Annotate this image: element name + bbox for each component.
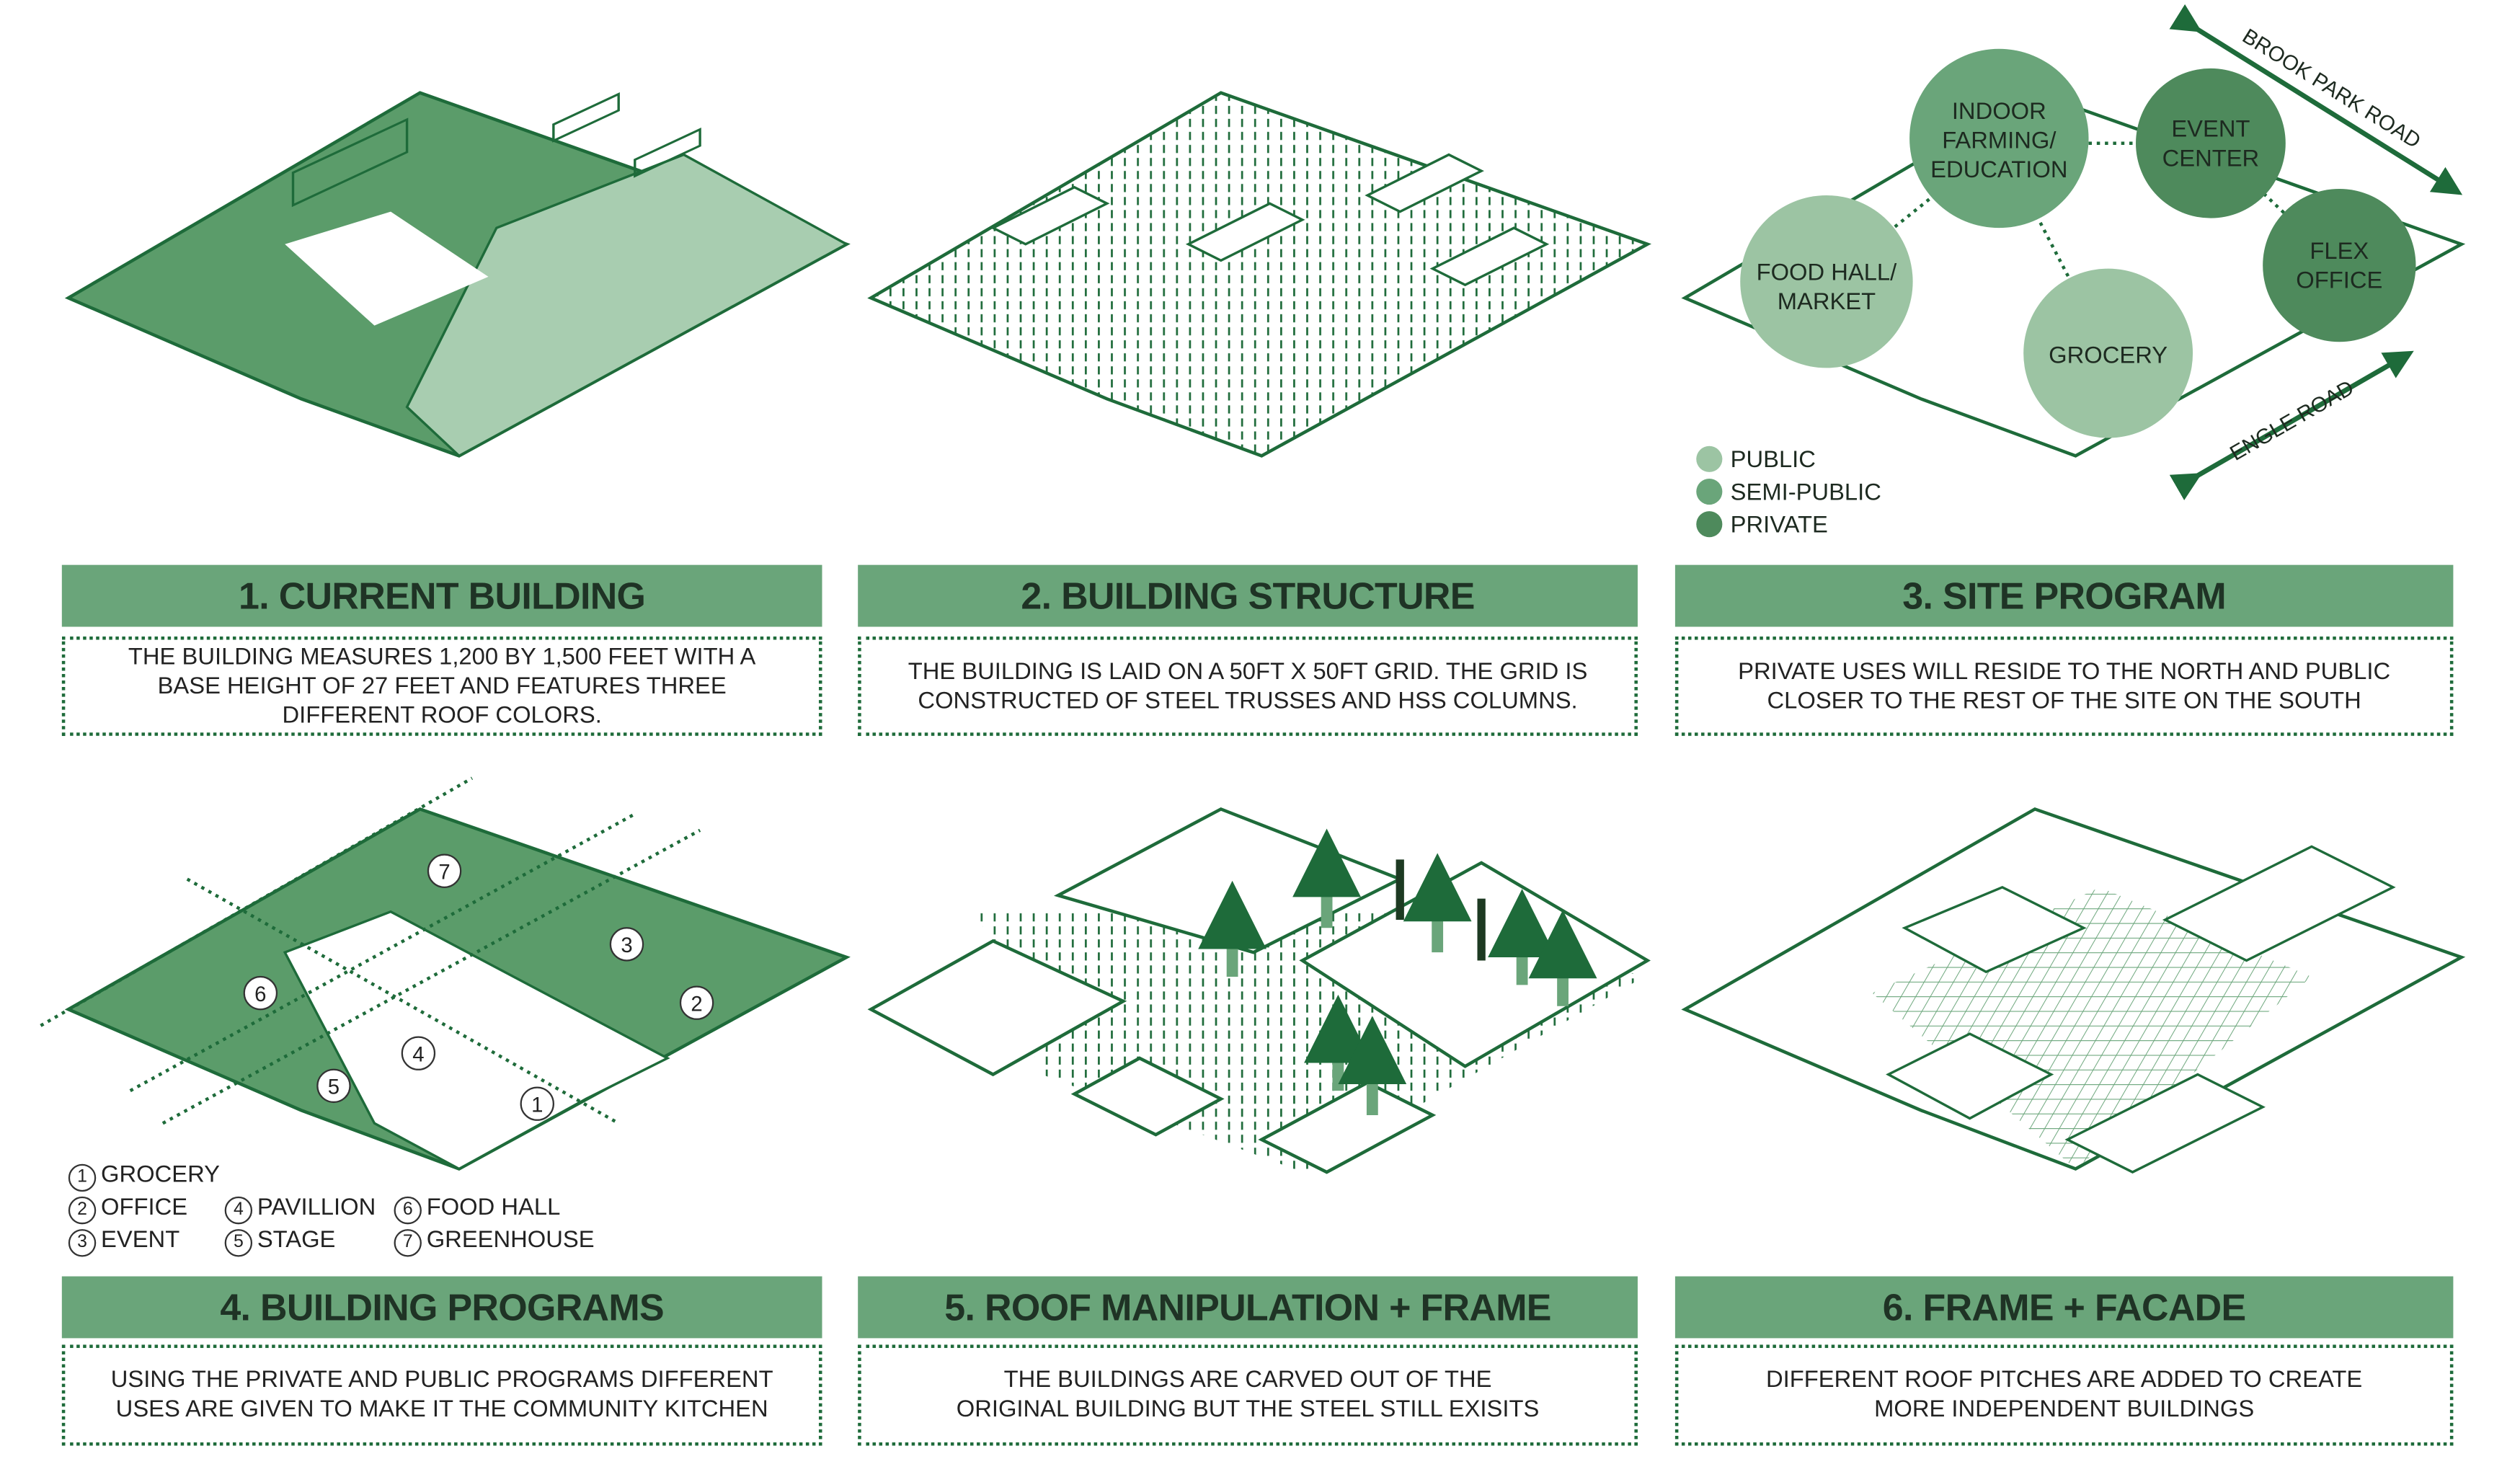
- svg-text:PUBLIC: PUBLIC: [1731, 445, 1816, 472]
- panel-title-site-program: 3. SITE PROGRAM: [1674, 564, 2454, 627]
- panel-title-building-programs: 4. BUILDING PROGRAMS: [61, 1276, 822, 1339]
- svg-text:SEMI-PUBLIC: SEMI-PUBLIC: [1731, 478, 1881, 505]
- svg-text:PRIVATE: PRIVATE: [1731, 510, 1828, 537]
- svg-text:4: 4: [412, 1042, 424, 1066]
- bubble-event-center: [2136, 68, 2286, 218]
- bubble-indoor-farming: [1909, 48, 2089, 229]
- bubble-grocery: [2023, 268, 2193, 438]
- svg-text:FARMING/: FARMING/: [1942, 127, 2057, 154]
- svg-text:3: 3: [621, 934, 632, 957]
- svg-text:OFFICE: OFFICE: [2296, 267, 2382, 293]
- svg-text:INDOOR: INDOOR: [1952, 97, 2046, 124]
- panel-caption: PRIVATE USES WILL RESIDE TO THE NORTH AN…: [1674, 637, 2454, 736]
- panel-title-current-building: 1. CURRENT BUILDING: [61, 564, 822, 627]
- panel-caption: USING THE PRIVATE AND PUBLIC PROGRAMS DI…: [61, 1344, 822, 1446]
- svg-text:2: 2: [691, 992, 702, 1016]
- bubble-flex-office: [2263, 188, 2416, 342]
- svg-text:ENGLE ROAD: ENGLE ROAD: [2226, 376, 2358, 466]
- building-structure-diagram: [867, 91, 1652, 458]
- site-program-diagram: INDOOR FARMING/ EDUCATION EVENT CENTER F…: [1681, 4, 2466, 537]
- svg-text:GROCERY: GROCERY: [2049, 342, 2168, 368]
- bubble-food-hall: [1740, 195, 1913, 368]
- svg-text:5: 5: [328, 1076, 340, 1099]
- svg-text:6: 6: [254, 983, 266, 1006]
- panel-caption: THE BUILDING MEASURES 1,200 BY 1,500 FEE…: [61, 637, 822, 736]
- svg-text:EDUCATION: EDUCATION: [1930, 156, 2067, 182]
- roof-manipulation-diagram: [867, 807, 1651, 1174]
- building-programs-diagram: 1 2 3 4 5 6 7: [40, 776, 851, 1171]
- svg-text:7: 7: [438, 861, 450, 884]
- current-building-diagram: [64, 91, 851, 458]
- svg-text:EVENT: EVENT: [2171, 115, 2250, 142]
- panel-title-building-structure: 2. BUILDING STRUCTURE: [858, 564, 1638, 627]
- svg-text:MARKET: MARKET: [1778, 288, 1876, 314]
- svg-text:FOOD HALL/: FOOD HALL/: [1757, 258, 1898, 285]
- svg-text:CENTER: CENTER: [2162, 144, 2260, 171]
- panel-caption: DIFFERENT ROOF PITCHES ARE ADDED TO CREA…: [1674, 1344, 2454, 1446]
- svg-text:1: 1: [531, 1093, 543, 1117]
- panel-title-frame-facade: 6. FRAME + FACADE: [1674, 1276, 2454, 1339]
- panel-caption: THE BUILDING IS LAID ON A 50FT X 50FT GR…: [858, 637, 1638, 736]
- frame-facade-diagram: [1681, 807, 2466, 1174]
- svg-text:FLEX: FLEX: [2310, 237, 2369, 264]
- panel-title-roof-manipulation: 5. ROOF MANIPULATION + FRAME: [858, 1276, 1638, 1339]
